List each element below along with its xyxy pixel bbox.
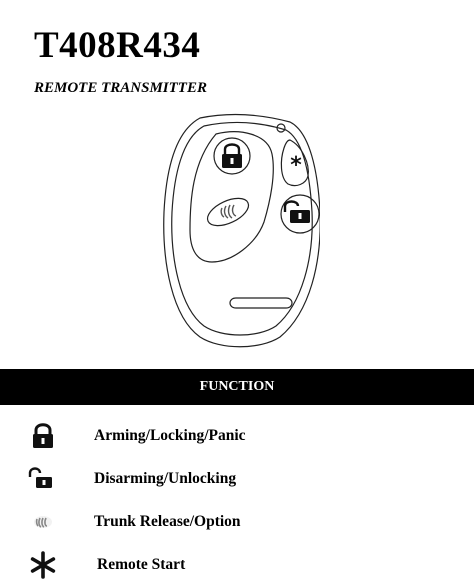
- function-header-bar: FUNCTION: [0, 369, 474, 405]
- function-label: Disarming/Unlocking: [94, 470, 237, 487]
- remote-fob-illustration: *: [163, 113, 320, 348]
- function-row-trunk: Trunk Release/Option: [0, 507, 474, 537]
- lock-icon: [33, 423, 53, 448]
- trunk-wave-icon: [34, 516, 52, 528]
- function-row-unlock: Disarming/Unlocking: [0, 464, 474, 494]
- function-label: Arming/Locking/Panic: [94, 427, 246, 444]
- function-header-label: FUNCTION: [199, 379, 275, 394]
- function-label: Trunk Release/Option: [94, 513, 241, 530]
- function-row-remote-start: Remote Start: [0, 550, 474, 580]
- asterisk-icon: [30, 551, 56, 579]
- svg-text:*: *: [290, 153, 302, 178]
- function-row-lock: Arming/Locking/Panic: [0, 421, 474, 451]
- unlock-icon: [28, 467, 52, 488]
- function-label: Remote Start: [97, 556, 186, 573]
- product-subtitle: REMOTE TRANSMITTER: [34, 80, 207, 96]
- model-number: T408R434: [34, 25, 201, 66]
